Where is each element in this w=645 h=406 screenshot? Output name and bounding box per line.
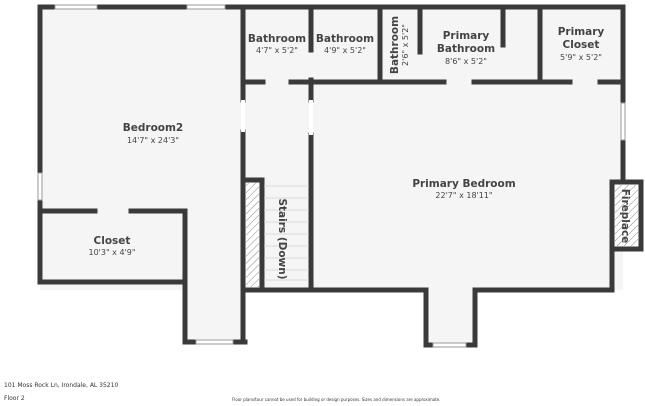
- stair-wall-hatch: [246, 183, 259, 287]
- floor-label: Floor 2: [4, 395, 25, 402]
- stairs-label: Stairs (Down): [276, 198, 288, 279]
- room-name-primary-closet-line1: Primary: [558, 26, 605, 38]
- room-name-bathroom-1: Bathroom: [248, 33, 306, 45]
- door-openings: [241, 100, 313, 135]
- room-name-bathroom-2: Bathroom: [316, 33, 374, 45]
- fireplace-hatch: [615, 185, 638, 246]
- room-name-bathroom-3: Bathroom: [389, 16, 401, 74]
- room-dim-bathroom-3: 2'6" x 5'2": [401, 24, 410, 66]
- stair-treads: [264, 185, 309, 281]
- room-dim-bathroom-1: 4'7" x 5'2": [256, 46, 298, 55]
- address: 101 Moss Rock Ln, Irondale, AL 35210: [4, 382, 118, 389]
- walls: [37, 4, 644, 348]
- room-name-primary-closet-line2: Closet: [563, 39, 600, 51]
- room-name-bedroom2: Bedroom2: [123, 122, 184, 134]
- room-dim-primary-bathroom: 8'6" x 5'2": [445, 57, 487, 66]
- windows: [37, 4, 626, 348]
- room-dim-primary-closet: 5'9" x 5'2": [560, 53, 602, 62]
- room-dim-bathroom-2: 4'9" x 5'2": [324, 46, 366, 55]
- room-dim-primary-bedroom: 22'7" x 18'11": [435, 191, 492, 200]
- room-name-primary-bathroom-line1: Primary: [443, 30, 490, 42]
- floor-area: [40, 7, 623, 345]
- fireplace-label: Fireplace: [619, 189, 631, 244]
- disclaimer: Floor plans/tour cannot be used for buil…: [232, 397, 441, 402]
- room-name-primary-bathroom-line2: Bathroom: [437, 43, 495, 55]
- room-name-primary-bedroom: Primary Bedroom: [412, 178, 515, 190]
- room-name-closet: Closet: [94, 235, 131, 247]
- room-dim-bedroom2: 14'7" x 24'3": [127, 136, 179, 145]
- room-dim-closet: 10'3" x 4'9": [88, 248, 135, 257]
